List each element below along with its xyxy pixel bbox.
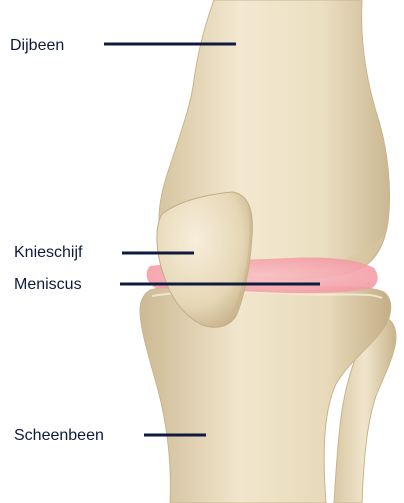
patella-label: Knieschijf (14, 244, 82, 262)
femur-label: Dijbeen (10, 37, 64, 55)
meniscus-label: Meniscus (14, 276, 82, 294)
tibia-label: Scheenbeen (14, 427, 104, 445)
